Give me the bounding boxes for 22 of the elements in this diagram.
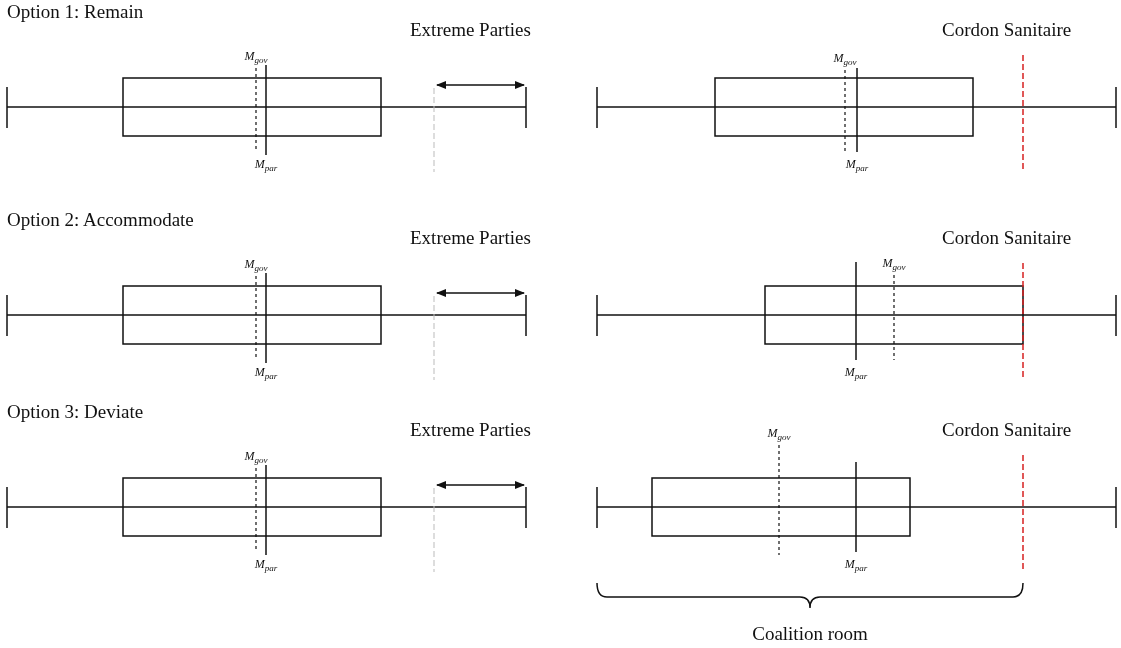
median-label: M$_{par}$ bbox=[845, 158, 869, 173]
option-heading: Option 2: Accommodate bbox=[7, 210, 194, 229]
median-label: M$_{par}$ bbox=[254, 366, 278, 381]
median-label: M$_{par}$ bbox=[844, 558, 868, 573]
threshold-label: Cordon Sanitaire bbox=[942, 228, 1072, 247]
option-heading: Option 3: Deviate bbox=[7, 402, 144, 421]
median-label: M$_{par}$ bbox=[254, 558, 278, 573]
threshold-label: Cordon Sanitaire bbox=[942, 420, 1072, 439]
brace-label: Coalition room bbox=[752, 624, 868, 643]
threshold-label: Cordon Sanitaire bbox=[942, 20, 1072, 39]
median-label: M$_{gov}$ bbox=[882, 257, 906, 272]
median-label: M$_{gov}$ bbox=[244, 450, 268, 465]
median-label: M$_{gov}$ bbox=[833, 52, 857, 67]
range-label: Extreme Parties bbox=[410, 228, 531, 247]
median-label: M$_{gov}$ bbox=[767, 427, 791, 442]
range-label: Extreme Parties bbox=[410, 20, 531, 39]
option-heading: Option 1: Remain bbox=[7, 2, 144, 21]
median-label: M$_{par}$ bbox=[844, 366, 868, 381]
median-label: M$_{gov}$ bbox=[244, 258, 268, 273]
median-label: M$_{par}$ bbox=[254, 158, 278, 173]
median-label: M$_{gov}$ bbox=[244, 50, 268, 65]
range-label: Extreme Parties bbox=[410, 420, 531, 439]
